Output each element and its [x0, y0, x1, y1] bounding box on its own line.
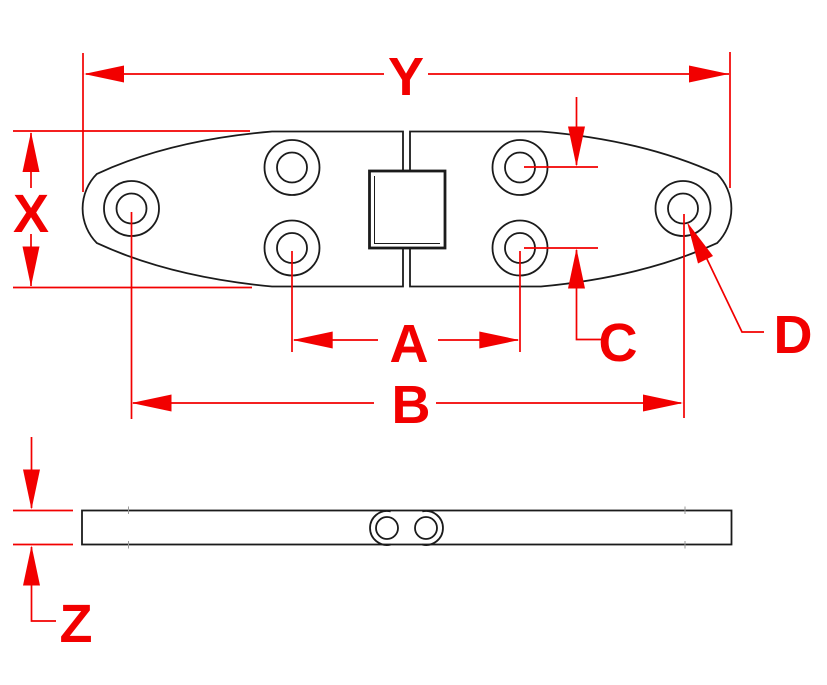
hole-left-top-bore [276, 151, 308, 184]
dimension-a: A [291, 251, 521, 374]
hole-left-top-counterbore [263, 139, 321, 196]
hole-left-top [263, 139, 321, 196]
left-leaf-outline [81, 130, 404, 288]
dimension-c: C [524, 97, 638, 373]
dim-z-line [30, 437, 56, 622]
dim-label-y: Y [388, 47, 424, 107]
hole-right-end [654, 180, 712, 237]
dimension-x: X [13, 130, 252, 289]
dim-z-extension-lines [13, 509, 73, 546]
dim-a-arrow-right [479, 331, 520, 349]
dim-label-c: C [599, 313, 638, 373]
side-view-plate [81, 509, 733, 546]
dim-z-arrow-bottom [23, 545, 40, 586]
dimension-d: D [687, 222, 813, 365]
dim-a-arrow-left [292, 331, 333, 349]
dim-a-extension-lines [291, 251, 521, 352]
top-view [81, 130, 733, 288]
dimension-y: Y [82, 47, 731, 192]
dim-y-extension-lines [82, 52, 731, 192]
dim-b-arrow-right [643, 394, 683, 412]
dim-z-arrow-top [23, 469, 40, 510]
right-leaf-outline [409, 130, 733, 288]
side-view [81, 506, 733, 549]
dimension-b: B [130, 212, 685, 435]
side-view-pin-right [414, 516, 438, 540]
dim-c-arrow-bottom [568, 248, 585, 289]
dim-label-d: D [774, 305, 813, 365]
dim-label-x: X [13, 184, 49, 244]
dim-y-arrow-left [84, 65, 124, 83]
dim-d-leader-arrow [687, 222, 713, 264]
dim-c-extension-lines [524, 166, 598, 249]
side-view-barrel-left [369, 510, 391, 546]
dim-b-extension-lines [130, 212, 685, 419]
dim-label-z: Z [60, 594, 93, 654]
dim-x-extension-lines [13, 130, 252, 289]
dim-label-a: A [390, 314, 429, 374]
dim-y-arrow-right [689, 65, 729, 83]
hinge-knuckle [368, 169, 447, 250]
dim-c-arrow-top [568, 126, 585, 167]
side-view-barrel-right [422, 510, 444, 546]
dim-x-arrow-top [22, 132, 40, 172]
hole-right-end-counterbore [654, 180, 712, 237]
dimension-z: Z [13, 437, 93, 654]
hole-right-end-bore [667, 192, 699, 225]
hinge-knuckle-inner-edge [374, 176, 440, 244]
dim-d-leader-line [705, 256, 764, 333]
side-view-pin-left [375, 516, 399, 540]
dim-x-arrow-bottom [22, 246, 40, 287]
dim-label-b: B [392, 375, 431, 435]
dim-b-arrow-left [131, 394, 172, 412]
